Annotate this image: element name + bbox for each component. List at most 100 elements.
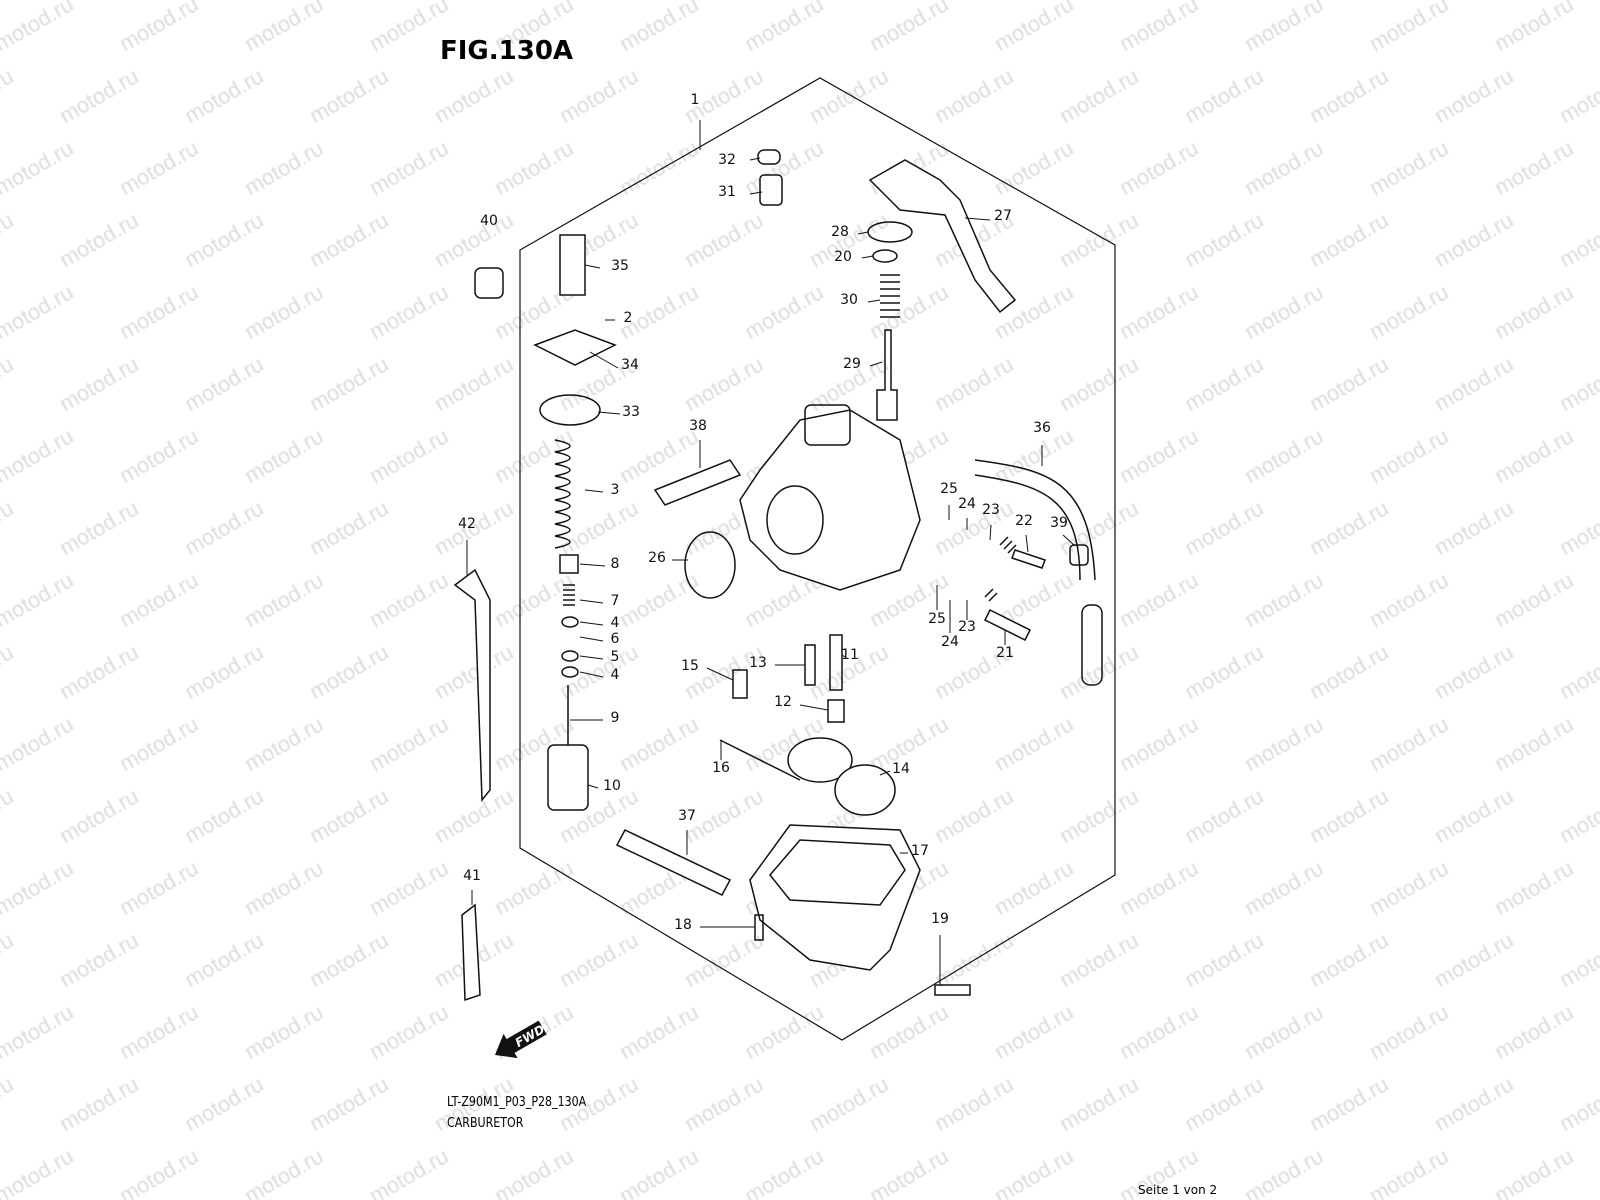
gasket-33 xyxy=(539,394,601,426)
callout-39: 39 xyxy=(1050,515,1068,531)
callout-26: 26 xyxy=(648,550,666,566)
screw-22 xyxy=(1011,549,1046,569)
nut-31 xyxy=(759,174,783,206)
callout-37: 37 xyxy=(678,808,696,824)
callout-32: 32 xyxy=(718,152,736,168)
leader-line xyxy=(587,784,599,789)
callout-20: 20 xyxy=(834,249,852,265)
leader-line xyxy=(1025,534,1029,553)
hose-36 xyxy=(974,459,1096,581)
leader-line xyxy=(841,654,846,658)
leader-line xyxy=(579,563,606,567)
float-chamber xyxy=(749,824,921,971)
needle-jet-11 xyxy=(829,634,843,691)
leader-line xyxy=(857,231,869,235)
callout-17: 17 xyxy=(911,843,929,859)
callout-6: 6 xyxy=(611,631,620,647)
throttle-valve-10 xyxy=(547,744,589,811)
leader-line xyxy=(579,599,604,604)
callout-2: 2 xyxy=(624,310,633,326)
callout-10: 10 xyxy=(603,778,621,794)
leader-line xyxy=(579,671,604,678)
gasket-17 xyxy=(769,839,906,906)
callout-35: 35 xyxy=(611,258,629,274)
callout-5: 5 xyxy=(611,649,620,665)
jet-13 xyxy=(804,644,816,686)
plunger-29 xyxy=(876,329,898,421)
leader-line xyxy=(867,299,881,303)
leader-line xyxy=(879,770,891,776)
callout-4: 4 xyxy=(611,667,620,683)
spring-30 xyxy=(880,274,900,318)
callout-14: 14 xyxy=(892,761,910,777)
leader-line xyxy=(799,704,829,711)
callout-22: 22 xyxy=(1015,513,1033,529)
cap-39 xyxy=(1069,544,1089,566)
callout-24: 24 xyxy=(958,496,976,512)
callout-7: 7 xyxy=(611,593,620,609)
callout-27: 27 xyxy=(994,208,1012,224)
screw-21 xyxy=(983,608,1032,642)
leader-line xyxy=(579,621,604,626)
leader-line xyxy=(579,655,604,660)
leader-line xyxy=(989,524,992,541)
cable-tie-42 xyxy=(453,568,491,803)
spring-23 xyxy=(984,536,1017,602)
o-ring-26 xyxy=(684,531,736,599)
callout-33: 33 xyxy=(622,404,640,420)
callout-28: 28 xyxy=(831,224,849,240)
leader-line xyxy=(749,157,761,161)
hose-37 xyxy=(615,829,732,896)
figure-title: FIG.130A xyxy=(440,36,574,66)
callout-34: 34 xyxy=(621,357,639,373)
callout-30: 30 xyxy=(840,292,858,308)
plate-28 xyxy=(867,221,913,243)
callout-41: 41 xyxy=(463,868,481,884)
leader-line xyxy=(749,191,763,195)
leader-line xyxy=(589,351,619,369)
carburetor-bore xyxy=(766,485,824,555)
cap-35 xyxy=(559,234,586,296)
leader-line xyxy=(584,489,604,493)
callout-13: 13 xyxy=(749,655,767,671)
jet-15 xyxy=(732,669,748,699)
callout-16: 16 xyxy=(712,760,730,776)
callout-4: 4 xyxy=(611,615,620,631)
callout-40: 40 xyxy=(480,213,498,229)
leader-line xyxy=(597,411,621,415)
screw-19 xyxy=(934,984,971,996)
callout-21: 21 xyxy=(996,645,1014,661)
callout-29: 29 xyxy=(843,356,861,372)
parts-drawings xyxy=(453,149,1103,1002)
diagram-name: CARBURETOR xyxy=(447,1116,524,1131)
cap-32 xyxy=(757,149,781,165)
leader-lines xyxy=(466,120,1076,985)
leader-line xyxy=(579,636,604,642)
callout-42: 42 xyxy=(458,516,476,532)
small-rings xyxy=(559,554,579,678)
callout-11: 11 xyxy=(841,647,859,663)
hose-36-lower xyxy=(1081,604,1103,686)
callout-8: 8 xyxy=(611,556,620,572)
callout-24: 24 xyxy=(941,634,959,650)
leader-line xyxy=(869,361,883,367)
nut-40 xyxy=(474,267,504,299)
callout-25: 25 xyxy=(940,481,958,497)
callout-23: 23 xyxy=(982,502,1000,518)
holder-34 xyxy=(533,329,617,366)
callout-31: 31 xyxy=(718,184,736,200)
spring-3 xyxy=(554,439,571,549)
leader-line xyxy=(964,217,991,221)
callout-12: 12 xyxy=(774,694,792,710)
callout-18: 18 xyxy=(674,917,692,933)
float-14 xyxy=(787,737,853,783)
pin-16 xyxy=(719,739,801,781)
leader-line xyxy=(1062,534,1076,547)
callout-3: 3 xyxy=(611,482,620,498)
fwd-arrow-icon: FWD xyxy=(495,1020,547,1059)
carburetor-top xyxy=(804,404,851,446)
screw-18 xyxy=(754,914,764,941)
lever-27 xyxy=(868,159,1017,314)
